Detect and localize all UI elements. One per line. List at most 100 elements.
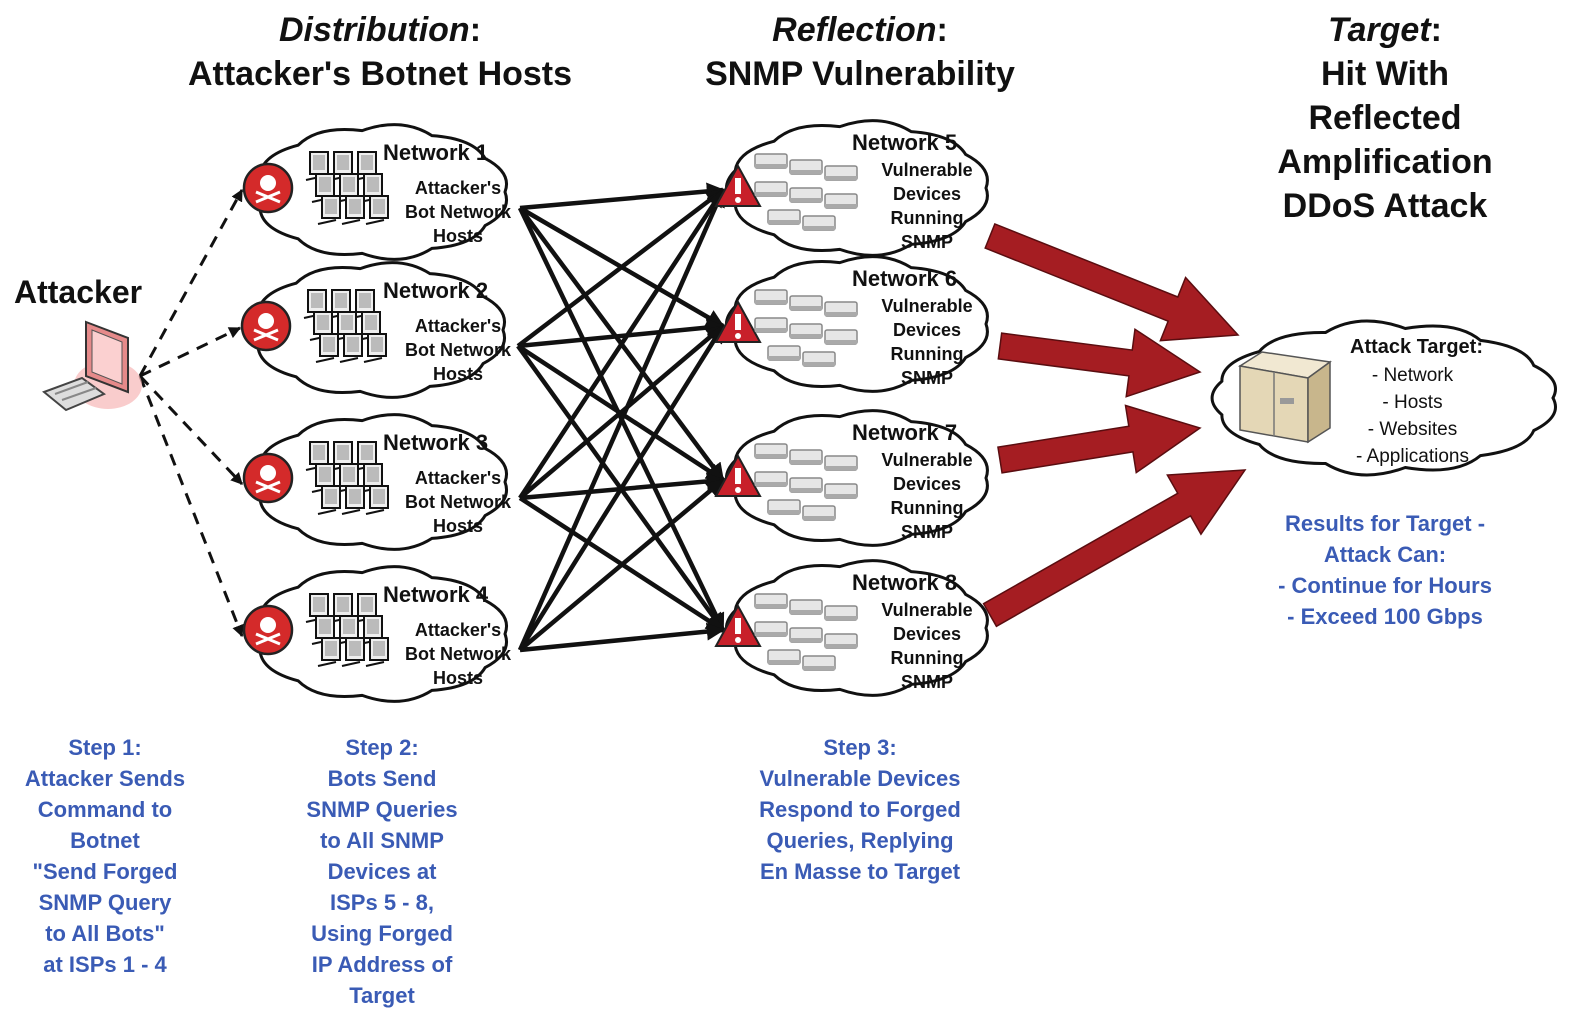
distribution-header: Distribution: Attacker's Botnet Hosts <box>150 8 610 96</box>
bot-network-desc-line: Bot Network <box>404 202 511 222</box>
icons-layer <box>42 151 1332 671</box>
step2-line: IP Address of <box>311 952 453 977</box>
results-line: Results for Target - <box>1284 511 1486 536</box>
bot-network-desc-line: Attacker's <box>414 468 502 488</box>
step2-line: Devices at <box>327 859 437 884</box>
bot-network-desc-line: Bot Network <box>404 492 511 512</box>
query-arrow <box>516 188 725 348</box>
command-arrow <box>138 375 244 638</box>
snmp-devices-icon <box>714 593 858 671</box>
reflection-title: Reflection <box>772 11 937 49</box>
step1-line: SNMP Query <box>38 890 172 915</box>
amplification-arrow <box>997 327 1202 398</box>
step1-line: Command to <box>37 797 173 822</box>
reflector-network-desc-line: SNMP <box>900 368 953 388</box>
attacker-label: Attacker <box>14 274 143 310</box>
target-line: Reflected <box>1308 99 1462 137</box>
amplification-arrows <box>982 222 1247 628</box>
bot-network-desc-line: Attacker's <box>414 316 502 336</box>
reflector-network-desc: Vulnerable Devices Running SNMP <box>872 158 982 254</box>
target-title: Target <box>1328 11 1431 49</box>
query-arrow <box>518 478 725 652</box>
attack-target-item: - Hosts <box>1382 392 1443 413</box>
snmp-devices-icon <box>714 443 858 521</box>
bot-network-desc-line: Bot Network <box>404 644 511 664</box>
target-header: Target: Hit With Reflected Amplification… <box>1240 8 1530 228</box>
step1-line: Step 1: <box>68 735 142 760</box>
step2-line: Target <box>349 983 415 1008</box>
reflector-network-name: Network 6 <box>852 266 958 291</box>
bot-network-desc-line: Hosts <box>432 226 483 246</box>
step3-line: Queries, Replying <box>766 828 954 853</box>
step2-line: SNMP Queries <box>306 797 458 822</box>
reflector-network-desc-line: Running <box>890 208 964 228</box>
command-arrow <box>139 326 242 378</box>
attack-target-list: - Network - Hosts - Websites - Applicati… <box>1350 362 1475 470</box>
attack-target-item: - Network <box>1371 365 1454 386</box>
reflector-network-desc: Vulnerable Devices Running SNMP <box>872 294 982 390</box>
step2-line: ISPs 5 - 8, <box>330 890 434 915</box>
results-line: Attack Can: <box>1323 542 1447 567</box>
bot-network-desc: Attacker's Bot Network Hosts <box>398 176 518 248</box>
reflector-network-desc-line: Vulnerable <box>881 600 973 620</box>
reflector-network-name: Network 8 <box>852 570 958 595</box>
bot-network-name: Network 1 <box>383 140 489 165</box>
attack-target-item: - Applications <box>1355 446 1469 467</box>
target-line: DDoS Attack <box>1282 187 1488 225</box>
reflector-network-desc-line: Devices <box>892 474 962 494</box>
reflector-network-desc-line: Running <box>890 344 964 364</box>
bot-network-desc: Attacker's Bot Network Hosts <box>398 618 518 690</box>
snmp-devices-icon <box>714 153 858 231</box>
target-colon: : <box>1430 11 1442 49</box>
step2-line: Bots Send <box>327 766 437 791</box>
bot-network-desc-line: Hosts <box>432 364 483 384</box>
amplification-arrow <box>984 222 1240 342</box>
command-arrow <box>138 188 244 377</box>
bot-network-name: Network 4 <box>383 582 489 607</box>
amplification-arrow <box>997 404 1202 474</box>
step1-line: to All Bots" <box>45 921 165 946</box>
bot-network-desc-line: Hosts <box>432 516 483 536</box>
distribution-subtitle: Attacker's Botnet Hosts <box>187 55 573 93</box>
attack-target-title: Attack Target: <box>1350 336 1483 358</box>
step3-line: Respond to Forged <box>759 797 961 822</box>
reflector-network-name: Network 5 <box>852 130 958 155</box>
step3-line: Vulnerable Devices <box>759 766 961 791</box>
botnet-hosts-icon <box>242 441 389 515</box>
botnet-hosts-icon <box>242 151 389 225</box>
results-line: - Continue for Hours <box>1278 573 1492 598</box>
results-line: - Exceed 100 Gbps <box>1287 604 1483 629</box>
reflector-network-desc-line: SNMP <box>900 232 953 252</box>
bot-network-desc-line: Attacker's <box>414 620 502 640</box>
query-arrow <box>517 188 726 651</box>
reflector-network-desc: Vulnerable Devices Running SNMP <box>872 448 982 544</box>
query-arrow <box>518 188 725 500</box>
bot-network-desc-line: Bot Network <box>404 340 511 360</box>
reflector-network-desc-line: Devices <box>892 624 962 644</box>
step1-text: Step 1: Attacker Sends Command to Botnet… <box>5 732 205 980</box>
query-arrow <box>519 182 725 211</box>
target-line: Amplification <box>1277 143 1493 181</box>
bot-network-desc-line: Hosts <box>432 668 483 688</box>
bot-network-name: Network 3 <box>383 430 489 455</box>
step2-line: Using Forged <box>311 921 453 946</box>
bot-network-desc: Attacker's Bot Network Hosts <box>398 314 518 386</box>
step1-line: at ISPs 1 - 4 <box>43 952 167 977</box>
reflector-network-desc-line: Vulnerable <box>881 296 973 316</box>
reflector-network-desc-line: Running <box>890 648 964 668</box>
reflection-colon: : <box>936 11 948 49</box>
distribution-colon: : <box>469 11 482 49</box>
bot-network-desc: Attacker's Bot Network Hosts <box>398 466 518 538</box>
step3-line: Step 3: <box>823 735 897 760</box>
reflector-network-desc-line: Vulnerable <box>881 160 973 180</box>
step2-line: to All SNMP <box>320 828 444 853</box>
snmp-query-links <box>516 182 726 653</box>
step3-line: En Masse to Target <box>759 859 961 884</box>
reflector-network-desc-line: SNMP <box>900 522 953 542</box>
distribution-title: Distribution <box>278 11 470 49</box>
reflection-header: Reflection: SNMP Vulnerability <box>670 8 1050 96</box>
command-arrow <box>138 374 244 486</box>
step1-line: Attacker Sends <box>24 766 186 791</box>
